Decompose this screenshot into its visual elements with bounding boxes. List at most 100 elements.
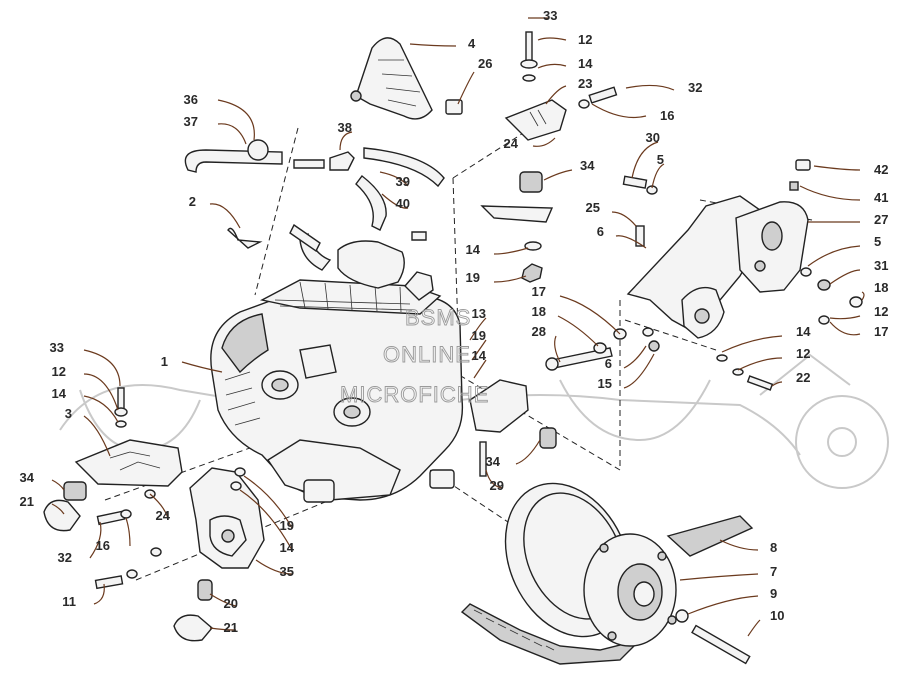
leader-c14f [239,489,293,551]
leader-c20 [209,593,237,607]
callout-label-23: 23 [578,76,592,91]
leader-c14e [83,395,119,423]
leader-c2 [209,203,241,229]
callout-label-18: 18 [874,280,888,295]
callout-label-33: 33 [50,340,64,355]
callout-label-34: 34 [486,454,501,469]
callout-label-11: 11 [62,594,76,609]
callout-label-2: 2 [189,194,196,209]
callout-label-21: 21 [20,494,34,509]
leader-c11 [93,583,105,605]
leader-c16a [591,103,647,119]
leader-c17a [829,321,861,336]
leader-c32b [89,521,102,559]
watermark: BSMS ONLINE MICROFICHE [340,305,489,408]
callout-label-33: 33 [543,8,557,23]
callout-label-14: 14 [466,242,481,257]
leader-c15 [623,353,655,389]
leader-c38 [339,131,353,151]
clutch-assembly [460,482,754,665]
watermark-line-3: MICROFICHE [340,382,489,407]
callout-label-14: 14 [578,56,593,71]
leader-c18b [557,315,599,347]
callout-label-13: 13 [472,306,486,321]
leader-c7 [679,573,759,581]
callout-label-10: 10 [770,608,784,623]
leader-c23 [545,85,567,105]
callout-label-32: 32 [58,550,72,565]
leader-c42 [813,165,861,171]
leader-c32a [625,84,675,91]
leader-c14d [721,335,783,353]
callout-label-14: 14 [472,348,487,363]
leader-c34c [515,439,541,465]
callout-label-25: 25 [586,200,600,215]
leader-c17b [559,295,621,335]
callout-label-20: 20 [224,596,238,611]
callout-label-5: 5 [874,234,881,249]
leader-c6b [623,345,647,369]
watermark-line-1: BSMS [405,305,471,330]
left-bracket-3 [43,387,183,557]
callout-label-14: 14 [796,324,811,339]
leader-c16b [125,517,131,547]
watermark-line-2: ONLINE [383,342,471,367]
callout-label-6: 6 [605,356,612,371]
callout-label-12: 12 [796,346,810,361]
callout-label-36: 36 [184,92,198,107]
leader-c19b [471,339,487,361]
leader-c5a [651,163,665,189]
callout-label-3: 3 [65,406,72,421]
callout-label-24: 24 [504,136,519,151]
leader-c18a [861,291,865,301]
callout-label-30: 30 [646,130,660,145]
leader-c25 [611,211,637,227]
leader-c35 [255,559,293,575]
leader-c34b [51,479,65,491]
leader-c40 [381,193,409,209]
callout-label-8: 8 [770,540,777,555]
callout-label-17: 17 [532,284,546,299]
callout-label-19: 19 [280,518,294,533]
callout-label-34: 34 [580,158,595,173]
leader-c21b [209,627,237,631]
leader-c26 [457,71,475,105]
leader-c14a [537,63,567,69]
callout-label-7: 7 [770,564,777,579]
callout-label-42: 42 [874,162,888,177]
leader-c12a [537,37,567,41]
right-top-bracket-23 [480,31,618,283]
leader-c19c [243,475,293,529]
leader-c4 [409,43,457,47]
right-mount-plate-27 [622,159,863,391]
callout-label-32: 32 [688,80,702,95]
hoses [184,139,445,241]
callout-label-31: 31 [874,258,888,273]
leader-c41 [799,185,861,201]
callout-label-29: 29 [490,478,504,493]
leader-c39 [379,171,409,187]
leader-c37 [217,123,247,145]
callout-label-26: 26 [478,56,492,71]
leader-c12b [829,315,861,320]
callout-label-28: 28 [532,324,546,339]
callout-label-1: 1 [161,354,168,369]
leader-c21a [51,503,65,515]
leader-c1 [181,361,223,373]
center-hardware [469,327,660,477]
callout-label-17: 17 [874,324,888,339]
leader-c22 [771,381,783,387]
callout-label-34: 34 [20,470,35,485]
leader-c8 [719,539,759,551]
callout-label-40: 40 [396,196,410,211]
callout-label-6: 6 [597,224,604,239]
callout-label-19: 19 [466,270,480,285]
leader-c10 [747,619,761,637]
leader-c34a [543,169,573,181]
leader-c28 [554,335,561,363]
callout-label-35: 35 [280,564,294,579]
leader-c13 [469,317,487,341]
